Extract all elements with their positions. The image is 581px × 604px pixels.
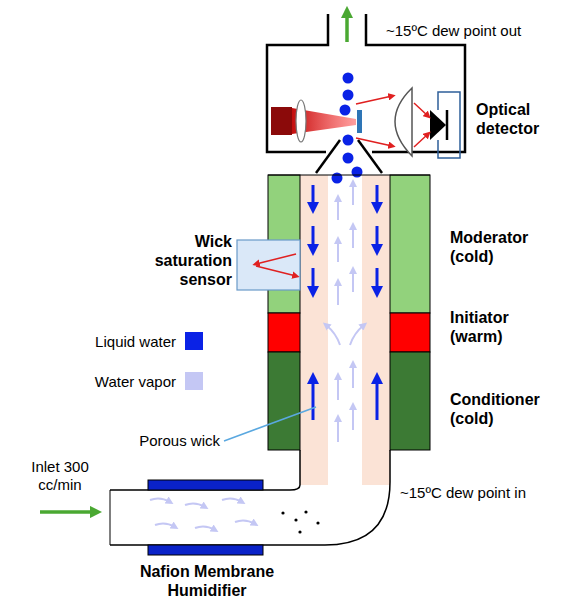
- part-label: Porous wick: [128, 432, 220, 450]
- collection-optics: [356, 138, 392, 146]
- humidifier-vapor: [235, 520, 255, 524]
- droplets: [343, 153, 354, 164]
- outlet-arrow: [347, 12, 348, 42]
- saturation-sensor: [237, 240, 300, 290]
- growth-column: [390, 352, 430, 450]
- zone-label: Moderator (cold): [450, 228, 562, 266]
- saturation-sensor: [237, 240, 300, 290]
- laser-source: [296, 100, 306, 142]
- humidifier-vapor: [195, 526, 215, 530]
- droplet-specks: [281, 511, 284, 514]
- collection-optics: [446, 110, 449, 140]
- growth-column: [268, 313, 300, 352]
- inlet-pipe: [110, 450, 300, 490]
- legend-label: Water vapor: [95, 373, 176, 391]
- humidifier-vapor: [150, 498, 255, 530]
- growth-column: [362, 175, 390, 485]
- collection-optics: [438, 92, 460, 158]
- part-label: Wick saturation sensor: [140, 232, 232, 290]
- vapor-flow-arrows: [352, 226, 354, 248]
- vapor-flow-arrows: [337, 282, 339, 305]
- liquid-flow-arrows: [376, 185, 379, 208]
- vapor-flow-arrows: [352, 270, 354, 292]
- growth-column: [268, 175, 430, 485]
- vapor-flow-arrows: [352, 406, 354, 430]
- liquid-flow-arrows: [312, 185, 315, 208]
- droplet-specks: [294, 518, 297, 521]
- liquid-flow-arrows: [313, 185, 377, 420]
- zone-label: Conditioner (cold): [450, 390, 568, 428]
- vapor-flow-arrows: [337, 198, 339, 220]
- droplets: [343, 90, 354, 101]
- droplet-specks: [281, 510, 319, 533]
- legend-swatch: [185, 372, 203, 390]
- vapor-flow-arrows: [326, 183, 364, 442]
- laser-source: [271, 107, 292, 135]
- humidifier-vapor: [222, 498, 242, 502]
- humidifier-vapor: [185, 503, 205, 507]
- vapor-flow-arrows: [337, 376, 339, 400]
- vapor-flow-arrows: [326, 325, 340, 345]
- legend-label: Liquid water: [95, 333, 176, 351]
- growth-column: [390, 313, 430, 352]
- collection-optics: [395, 88, 412, 156]
- detector-housing: [316, 140, 340, 173]
- liquid-flow-arrows: [312, 378, 315, 420]
- vapor-flow-arrows: [350, 325, 364, 345]
- liquid-flow-arrows: [376, 378, 379, 420]
- vapor-flow-arrows: [337, 418, 339, 442]
- growth-column: [268, 352, 300, 450]
- growth-column: [268, 175, 430, 176]
- laser-source: [357, 110, 362, 133]
- growth-column: [300, 175, 328, 485]
- collection-optics: [356, 96, 392, 104]
- leader-line: [224, 407, 316, 441]
- vapor-flow-arrows: [352, 364, 354, 388]
- inlet-label: ~15ºC dew point in: [400, 484, 576, 502]
- droplets: [343, 135, 354, 146]
- part-label: Optical detector: [476, 100, 576, 138]
- droplets: [332, 73, 363, 184]
- humidifier-vapor: [150, 498, 170, 502]
- saturation-sensor: [256, 254, 296, 264]
- droplets: [340, 105, 351, 116]
- collection-optics: [414, 103, 428, 116]
- vapor-flow-arrows: [352, 183, 354, 205]
- inlet-pipe: [148, 545, 263, 555]
- detector-housing: [267, 14, 328, 152]
- droplets: [343, 73, 354, 84]
- droplets: [352, 167, 363, 178]
- droplet-specks: [316, 521, 319, 524]
- inlet-pipe: [148, 480, 263, 490]
- outlet-label: ~15ºC dew point out: [386, 22, 576, 40]
- collection-optics: [356, 88, 460, 158]
- liquid-flow-arrows: [376, 226, 379, 250]
- inlet-pipe: [40, 510, 96, 514]
- inlet-pipe: [110, 490, 111, 545]
- inlet-label: Inlet 300 cc/min: [14, 458, 106, 494]
- zone-label: Initiator (warm): [450, 308, 562, 346]
- outlet-arrow: [345, 12, 349, 42]
- growth-column: [390, 175, 430, 313]
- collection-optics: [430, 110, 446, 140]
- droplet-specks: [298, 530, 301, 533]
- droplets: [332, 173, 343, 184]
- liquid-flow-arrows: [376, 268, 379, 292]
- detector-housing: [358, 140, 382, 173]
- humidifier-vapor: [155, 523, 175, 527]
- inlet-pipe: [40, 450, 390, 555]
- droplet-specks: [304, 510, 307, 513]
- inlet-pipe: [110, 450, 390, 545]
- part-label: Nafion Membrane Humidifier: [122, 562, 292, 600]
- liquid-flow-arrows: [312, 268, 315, 292]
- saturation-sensor: [256, 266, 296, 276]
- vapor-flow-arrows: [337, 240, 339, 262]
- legend-swatch: [185, 332, 203, 350]
- leader-line: [224, 407, 316, 441]
- liquid-flow-arrows: [312, 226, 315, 250]
- collection-optics: [414, 134, 428, 147]
